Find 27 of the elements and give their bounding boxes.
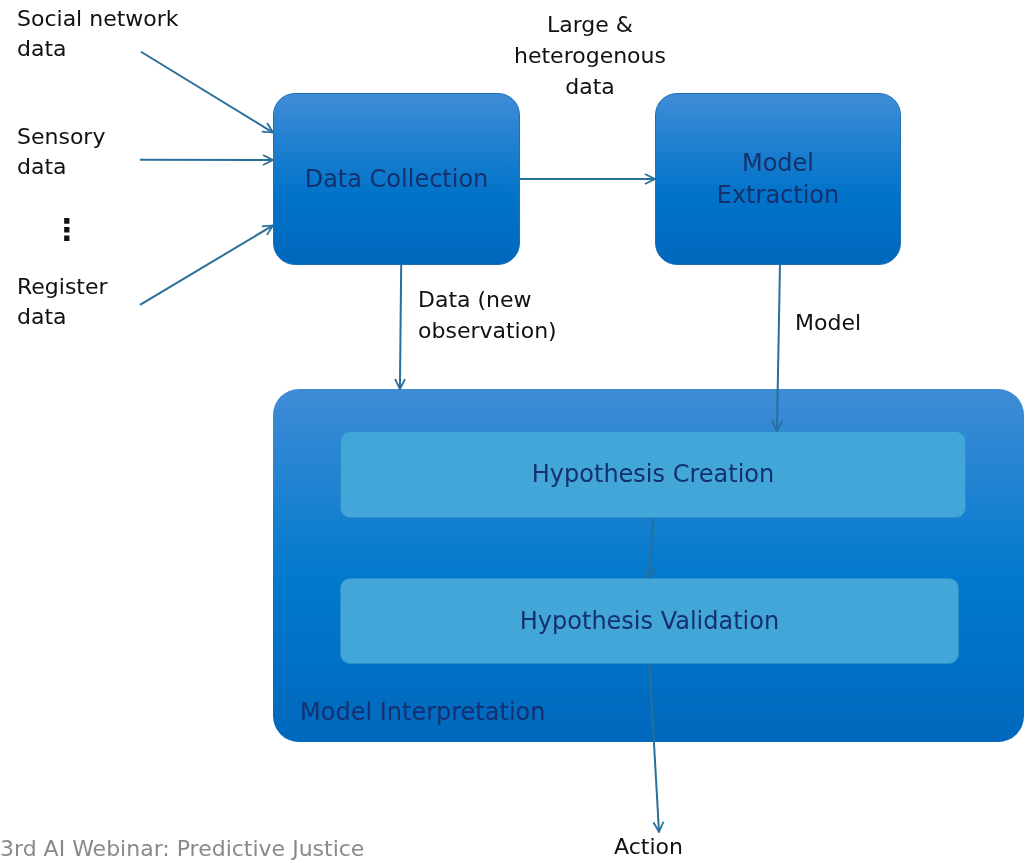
edge-label: Data (new observation)	[418, 286, 558, 345]
box-label: Data Collection	[304, 163, 489, 195]
group-box	[273, 389, 1024, 742]
box-label: Hypothesis Creation	[531, 459, 775, 491]
ellipsis-mark: ⋮	[52, 212, 82, 247]
process-box	[655, 93, 901, 265]
footer-text: 3rd AI Webinar: Predictive Justice	[0, 836, 365, 861]
process-box	[273, 93, 520, 265]
node-text: Sensory data	[17, 123, 107, 181]
process-box	[340, 578, 959, 664]
process-box	[340, 431, 966, 518]
arrow	[644, 517, 656, 579]
arrow	[394, 264, 406, 390]
edge-label: Model	[795, 309, 863, 337]
arrow	[519, 173, 656, 185]
edge-label: Large & heterogenous data	[513, 11, 667, 101]
arrow	[139, 154, 274, 166]
node-text: Register data	[17, 273, 109, 331]
arrow	[140, 50, 274, 134]
box-label: Model Extraction	[715, 147, 841, 211]
arrow	[771, 264, 784, 432]
node-text: Action	[614, 833, 683, 861]
node-text: Social network data	[17, 5, 180, 63]
arrow	[139, 224, 274, 306]
arrow	[648, 663, 665, 833]
box-label: Hypothesis Validation	[519, 605, 780, 637]
box-label: Model Interpretation	[300, 696, 546, 728]
